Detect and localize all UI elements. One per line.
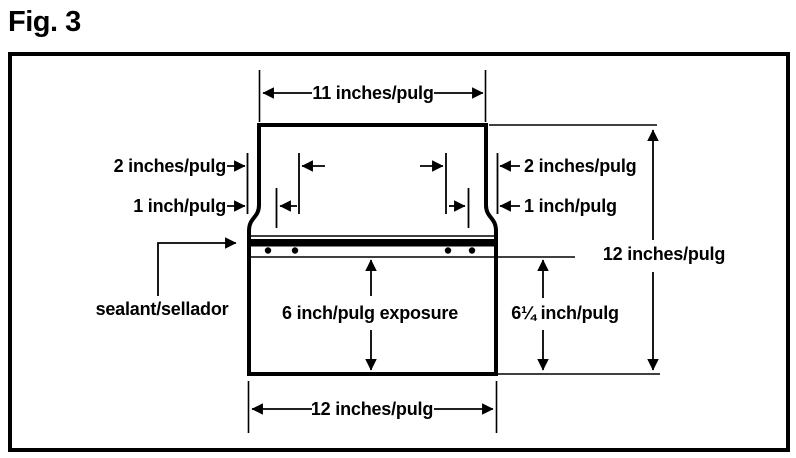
dim-bottom-width-label: 12 inches/pulg <box>311 399 433 419</box>
leader-line <box>157 237 237 296</box>
dim-left-offsets: 2 inches/pulg 1 inch/pulg <box>114 153 325 228</box>
dim-bottom-width: 12 inches/pulg <box>247 381 498 433</box>
nail-dot <box>444 247 452 254</box>
dim-right-2in-label: 2 inches/pulg <box>524 156 636 176</box>
diagram-border <box>8 52 790 452</box>
dim-exposure-right-label: 6¼ inch/pulg <box>511 303 619 323</box>
dim-total-height-label: 12 inches/pulg <box>603 244 725 264</box>
sealant-callout: sealant/sellador <box>96 237 237 319</box>
dim-top-width: 11 inches/pulg <box>258 70 487 122</box>
dim-left-1in-label: 1 inch/pulg <box>133 196 226 216</box>
dim-right-offsets: 2 inches/pulg 1 inch/pulg <box>420 153 637 228</box>
shingle-outline <box>247 123 498 376</box>
dim-exposure-right: 6¼ inch/pulg <box>511 259 619 371</box>
figure-title: Fig. 3 <box>8 6 81 38</box>
sealant-band <box>251 239 494 247</box>
dim-total-height: 12 inches/pulg <box>489 124 725 375</box>
dim-right-1in-label: 1 inch/pulg <box>524 196 617 216</box>
nail-dot <box>264 247 272 254</box>
nail-dot <box>468 247 476 254</box>
dim-exposure: 6 inch/pulg exposure <box>282 259 458 371</box>
dim-exposure-label: 6 inch/pulg exposure <box>282 303 458 323</box>
dim-top-width-label: 11 inches/pulg <box>312 83 433 103</box>
nail-dot <box>291 247 299 254</box>
sealant-label: sealant/sellador <box>96 299 229 319</box>
dim-left-2in-label: 2 inches/pulg <box>114 156 226 176</box>
